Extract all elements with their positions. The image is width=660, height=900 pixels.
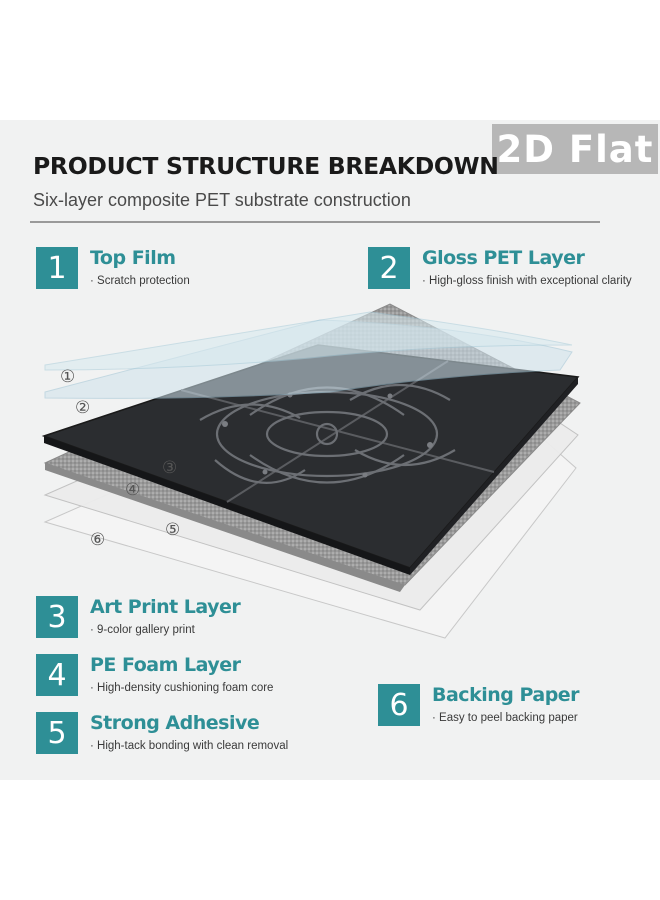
layer-name: Art Print Layer <box>90 596 241 618</box>
callout-5: ⑤ <box>165 520 180 540</box>
art-tile <box>41 344 580 575</box>
layer-number: 6 <box>378 684 420 726</box>
layer-name: Backing Paper <box>432 684 580 706</box>
page-subtitle: Six-layer composite PET substrate constr… <box>33 190 411 210</box>
layer-number: 5 <box>36 712 78 754</box>
layer-description: Scratch protection <box>90 275 190 287</box>
layer-description: High-tack bonding with clean removal <box>90 740 288 752</box>
callout-6: ⑥ <box>90 530 105 550</box>
callout-4: ④ <box>125 480 140 500</box>
callout-2: ② <box>75 398 90 418</box>
layer-name: PE Foam Layer <box>90 654 241 676</box>
foam-edge <box>45 463 405 592</box>
layer-description: High-gloss finish with exceptional clari… <box>422 275 632 287</box>
layer-description: 9-color gallery print <box>90 624 195 636</box>
layer-number: 2 <box>368 247 410 289</box>
flat-badge: 2D Flat <box>492 124 658 174</box>
layer-name: Top Film <box>90 247 176 269</box>
top-film-sheet <box>44 311 573 371</box>
callout-3: ③ <box>162 458 177 478</box>
divider <box>30 221 600 223</box>
layer-number: 1 <box>36 247 78 289</box>
layer-name: Gloss PET Layer <box>422 247 585 269</box>
callout-1: ① <box>60 367 75 387</box>
layer-description: High-density cushioning foam core <box>90 682 273 694</box>
layer-description: Easy to peel backing paper <box>432 712 578 724</box>
layer-number: 4 <box>36 654 78 696</box>
product-layer-diagram: ① ② ③ ④ ⑤ ⑥ <box>41 303 581 639</box>
layer-number: 3 <box>36 596 78 638</box>
page-title: PRODUCT STRUCTURE BREAKDOWN <box>33 152 499 180</box>
layer-name: Strong Adhesive <box>90 712 260 734</box>
